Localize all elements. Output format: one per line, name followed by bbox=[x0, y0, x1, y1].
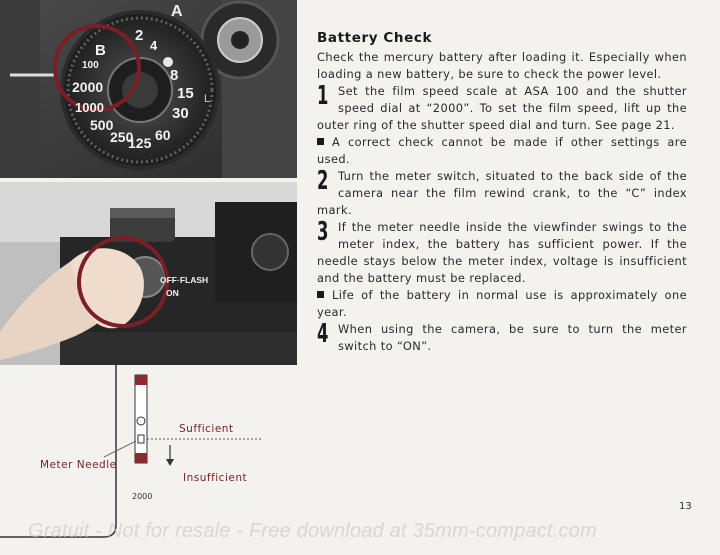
step-number: 2 bbox=[317, 166, 329, 196]
dial-label-500: 500 bbox=[90, 117, 114, 133]
dial-label-30: 30 bbox=[172, 105, 189, 122]
meter-needle-pointer-line bbox=[103, 440, 137, 458]
dial-label-4: 4 bbox=[150, 38, 158, 53]
dial-label-15: 15 bbox=[177, 85, 194, 102]
asa-label: 100 bbox=[82, 60, 99, 71]
meter-needle-diagram: Sufficient Insufficient Meter Needle 200… bbox=[0, 365, 300, 551]
meter-index-circle bbox=[136, 416, 146, 426]
dial-label-2000: 2000 bbox=[72, 79, 103, 95]
dial-label-250: 250 bbox=[110, 129, 134, 145]
meter-scale-bottom-band bbox=[135, 453, 147, 463]
down-arrow-head bbox=[166, 459, 174, 466]
dial-mark-l: L bbox=[204, 93, 210, 105]
watermark: Gratuit - Not for resale - Free download… bbox=[28, 520, 597, 542]
dial-value-label: 2000 bbox=[132, 492, 152, 501]
switch-on-label: ON bbox=[166, 288, 179, 298]
insufficient-label: Insufficient bbox=[183, 472, 247, 484]
note-text: A correct check cannot be made if other … bbox=[317, 135, 687, 166]
dial-label-2: 2 bbox=[135, 27, 143, 44]
step-text: Turn the meter switch, situated to the b… bbox=[317, 169, 687, 217]
note-2: Life of the battery in normal use is app… bbox=[317, 287, 687, 321]
meter-scale bbox=[134, 374, 148, 464]
step-2: 2 Turn the meter switch, situated to the… bbox=[317, 168, 687, 219]
switch-label: OFF·FLASH bbox=[160, 275, 208, 285]
note-text: Life of the battery in normal use is app… bbox=[317, 288, 687, 319]
dial-label-8: 8 bbox=[170, 67, 178, 84]
dial-label-125: 125 bbox=[128, 135, 152, 151]
step-text: When using the camera, be sure to turn t… bbox=[338, 322, 687, 353]
dial-label-b: B bbox=[95, 42, 106, 59]
note-1: A correct check cannot be made if other … bbox=[317, 134, 687, 168]
intro-paragraph: Check the mercury battery after loading … bbox=[317, 50, 687, 81]
shutter-dial-photo: A L B 2 4 8 15 30 60 125 250 500 1000 20… bbox=[0, 0, 297, 178]
step-text: If the meter needle inside the viewfinde… bbox=[317, 220, 687, 285]
dial-label-1000: 1000 bbox=[75, 100, 104, 115]
step-number: 4 bbox=[317, 319, 329, 349]
meter-switch-photo: OFF·FLASH ON bbox=[0, 182, 297, 365]
step-text: Set the film speed scale at ASA 100 and … bbox=[317, 84, 687, 132]
meter-switch-illustration: OFF·FLASH ON bbox=[0, 182, 297, 365]
page-number: 13 bbox=[679, 501, 692, 512]
highlight-ring bbox=[77, 236, 169, 328]
viewfinder-frame bbox=[0, 365, 117, 538]
meter-needle-label: Meter Needle bbox=[40, 459, 117, 471]
dial-label-60: 60 bbox=[155, 127, 171, 143]
step-number: 3 bbox=[317, 217, 329, 247]
sufficient-label: Sufficient bbox=[179, 423, 234, 435]
bullet-icon bbox=[317, 291, 324, 298]
highlight-ring bbox=[53, 24, 141, 112]
shutter-dial-illustration: A L B 2 4 8 15 30 60 125 250 500 1000 20… bbox=[0, 0, 297, 178]
meter-needle-mark bbox=[137, 434, 145, 444]
instruction-text: Battery Check Check the mercury battery … bbox=[317, 30, 687, 355]
step-number: 1 bbox=[317, 81, 329, 111]
step-4: 4 When using the camera, be sure to turn… bbox=[317, 321, 687, 355]
bullet-icon bbox=[317, 138, 324, 145]
dial-corner-label: A bbox=[171, 3, 183, 20]
page-title: Battery Check bbox=[317, 30, 433, 46]
step-3: 3 If the meter needle inside the viewfin… bbox=[317, 219, 687, 287]
step-1: 1 Set the film speed scale at ASA 100 an… bbox=[317, 83, 687, 134]
meter-scale-top-band bbox=[135, 375, 147, 385]
